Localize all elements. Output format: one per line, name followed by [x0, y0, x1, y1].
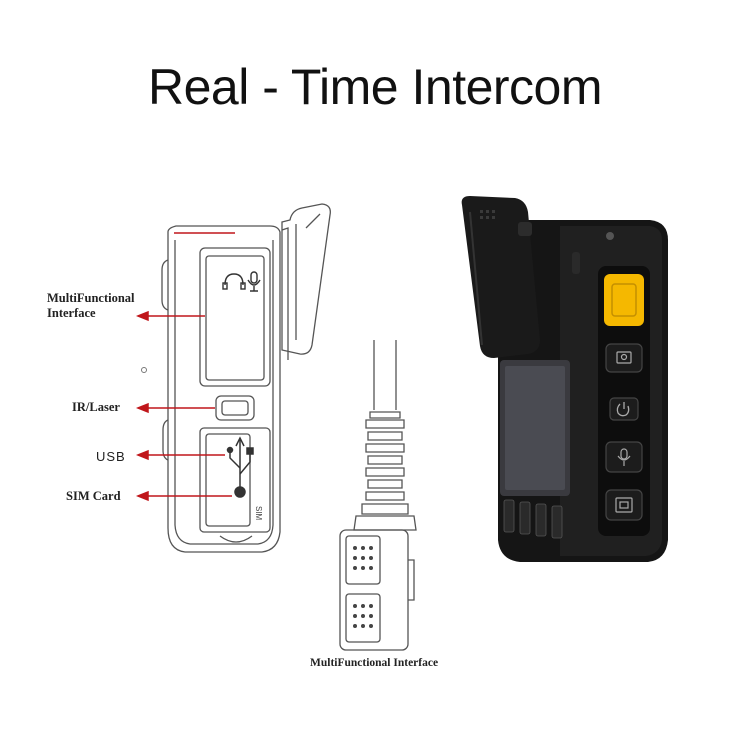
camera-icon [616, 351, 632, 364]
video-icon [615, 497, 633, 513]
microphone-button-icon [617, 448, 631, 466]
sim-marking: SIM [254, 506, 263, 521]
connector-pins [353, 546, 373, 628]
small-dot [141, 367, 147, 373]
label-usb: USB [96, 449, 126, 464]
ptt-button [604, 274, 644, 326]
device-photo [461, 196, 668, 562]
label-multifunctional-interface: MultiFunctional Interface [47, 291, 135, 321]
label-sim-card: SIM Card [66, 489, 121, 503]
headphone-icon [222, 273, 246, 290]
usb-icon [226, 436, 254, 498]
label-ir-laser: IR/Laser [72, 400, 120, 414]
device-side-drawing [161, 203, 331, 553]
label-connector-interface: MultiFunctional Interface [310, 657, 439, 669]
label-line: Interface [47, 306, 96, 320]
microphone-icon [247, 271, 261, 292]
callout-arrows [135, 310, 232, 502]
page-title: Real - Time Intercom [147, 59, 603, 115]
label-line: MultiFunctional [47, 291, 135, 305]
cable-connector-drawing [339, 340, 417, 651]
power-icon [616, 402, 630, 417]
